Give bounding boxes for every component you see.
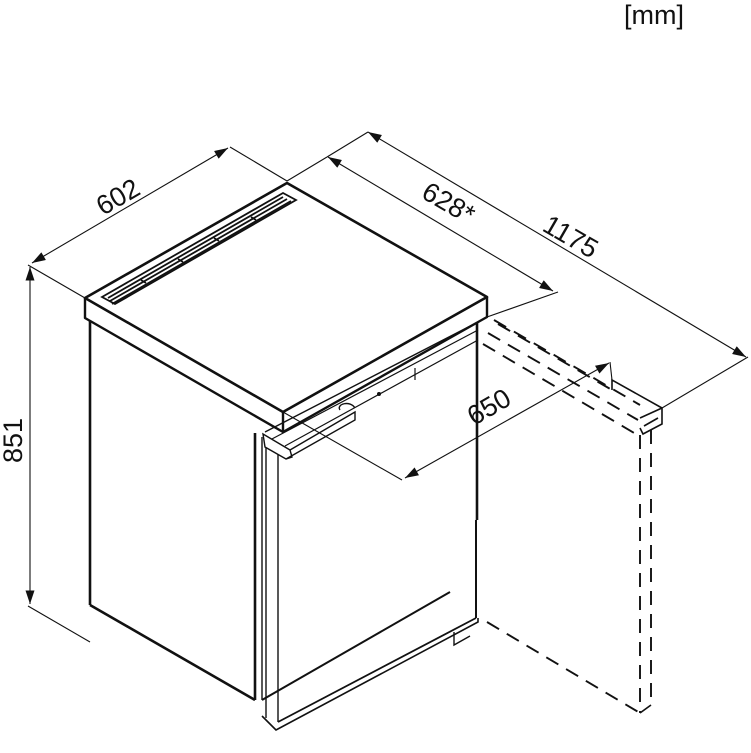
dimension-602 [27, 146, 288, 299]
unit-label: [mm] [624, 0, 684, 30]
door-frame [261, 440, 479, 731]
dimension-label-1175: 1175 [538, 209, 603, 264]
door-hinge-open [611, 378, 663, 714]
dimension-851 [25, 267, 91, 643]
dimension-1175 [326, 131, 749, 409]
dimension-label-602: 602 [91, 173, 145, 222]
cabinet-body [83, 181, 489, 702]
dimension-label-650: 650 [462, 383, 516, 432]
dimension-650 [282, 361, 613, 481]
dimension-label-628: 628* [417, 176, 481, 230]
dimension-label-851: 851 [0, 418, 28, 463]
door-open-dashed-outline [482, 319, 652, 714]
